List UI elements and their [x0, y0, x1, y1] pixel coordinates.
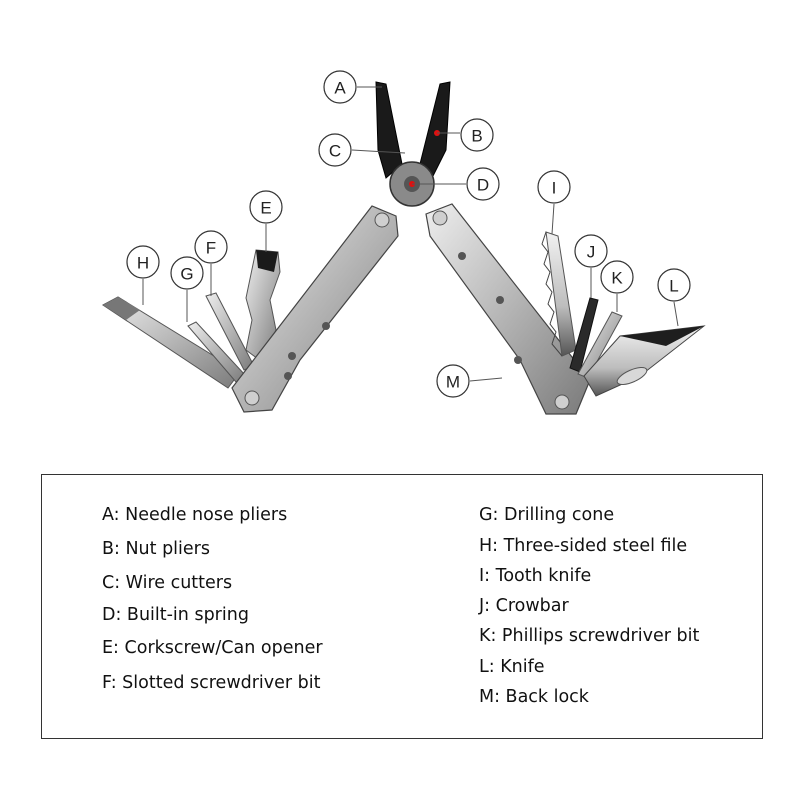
legend-item-f: F: Slotted screwdriver bit [102, 673, 321, 693]
file-tip [103, 297, 140, 320]
legend-item-j: J: Crowbar [479, 596, 569, 616]
legend-item-k: K: Phillips screwdriver bit [479, 626, 700, 646]
multitool-diagram: A B C D E F G H I J K L [102, 70, 706, 415]
leader-m [469, 377, 503, 382]
knife-thumb-hole [616, 366, 648, 386]
callout-j: J [574, 234, 608, 268]
legend-item-b: B: Nut pliers [102, 539, 210, 559]
callout-m-label: M [446, 373, 460, 392]
knife-tool [583, 325, 706, 397]
callout-e-label: E [260, 199, 271, 218]
legend-item-e: E: Corkscrew/Can opener [102, 638, 323, 658]
left-handle-rivet-top [374, 212, 390, 228]
callout-f-label: F [206, 239, 216, 258]
can-opener-tip [256, 250, 278, 272]
callout-d-label: D [477, 176, 489, 195]
leader-i [551, 203, 555, 235]
callout-d: D [466, 167, 500, 201]
callout-h-label: H [137, 254, 149, 273]
callout-f: F [194, 230, 228, 264]
right-tool-group [425, 203, 706, 415]
legend-item-l: L: Knife [479, 657, 545, 677]
pliers-group [375, 81, 451, 207]
right-handle-hole [496, 296, 504, 304]
callout-i: I [537, 170, 571, 204]
callout-k-label: K [611, 269, 623, 288]
callout-g-label: G [180, 265, 193, 284]
left-jaw [375, 81, 403, 179]
callout-j-label: J [587, 243, 596, 262]
callout-a: A [323, 70, 357, 104]
callout-b-label: B [471, 127, 482, 146]
callout-h: H [126, 245, 160, 279]
callout-l-label: L [669, 277, 678, 296]
right-handle [425, 203, 591, 415]
leader-l [673, 301, 679, 327]
leader-c [351, 149, 406, 154]
legend-item-i: I: Tooth knife [479, 566, 592, 586]
legend-item-g: G: Drilling cone [479, 505, 615, 525]
callout-c-label: C [329, 142, 341, 161]
callout-g: G [170, 256, 204, 290]
right-handle-rivet-bottom [554, 394, 570, 410]
callout-b: B [460, 118, 494, 152]
callout-e: E [249, 190, 283, 224]
callout-a-label: A [334, 79, 346, 98]
left-handle-hole [322, 322, 330, 330]
knife-edge [620, 326, 704, 346]
left-handle-hole [284, 372, 292, 380]
right-jaw [419, 81, 451, 179]
right-handle-rivet-top [432, 210, 448, 226]
legend-item-m: M: Back lock [479, 687, 589, 707]
legend-item-c: C: Wire cutters [102, 573, 233, 593]
callout-l: L [657, 268, 691, 302]
legend-box: A: Needle nose pliers B: Nut pliers C: W… [41, 474, 763, 739]
left-handle-rivet-bottom [244, 390, 260, 406]
legend-item-d: D: Built-in spring [102, 605, 249, 625]
right-handle-hole [514, 356, 522, 364]
legend-item-a: A: Needle nose pliers [102, 505, 288, 525]
callout-m: M [436, 364, 470, 398]
callout-c: C [318, 133, 352, 167]
leader-lines [142, 86, 679, 382]
saw-teeth [541, 231, 563, 357]
left-handle-hole [288, 352, 296, 360]
callout-i-label: I [552, 179, 557, 198]
right-handle-hole [458, 252, 466, 260]
left-handle [231, 205, 399, 413]
legend-item-h: H: Three-sided steel file [479, 536, 688, 556]
callout-k: K [600, 260, 634, 294]
left-tool-group [102, 205, 399, 413]
